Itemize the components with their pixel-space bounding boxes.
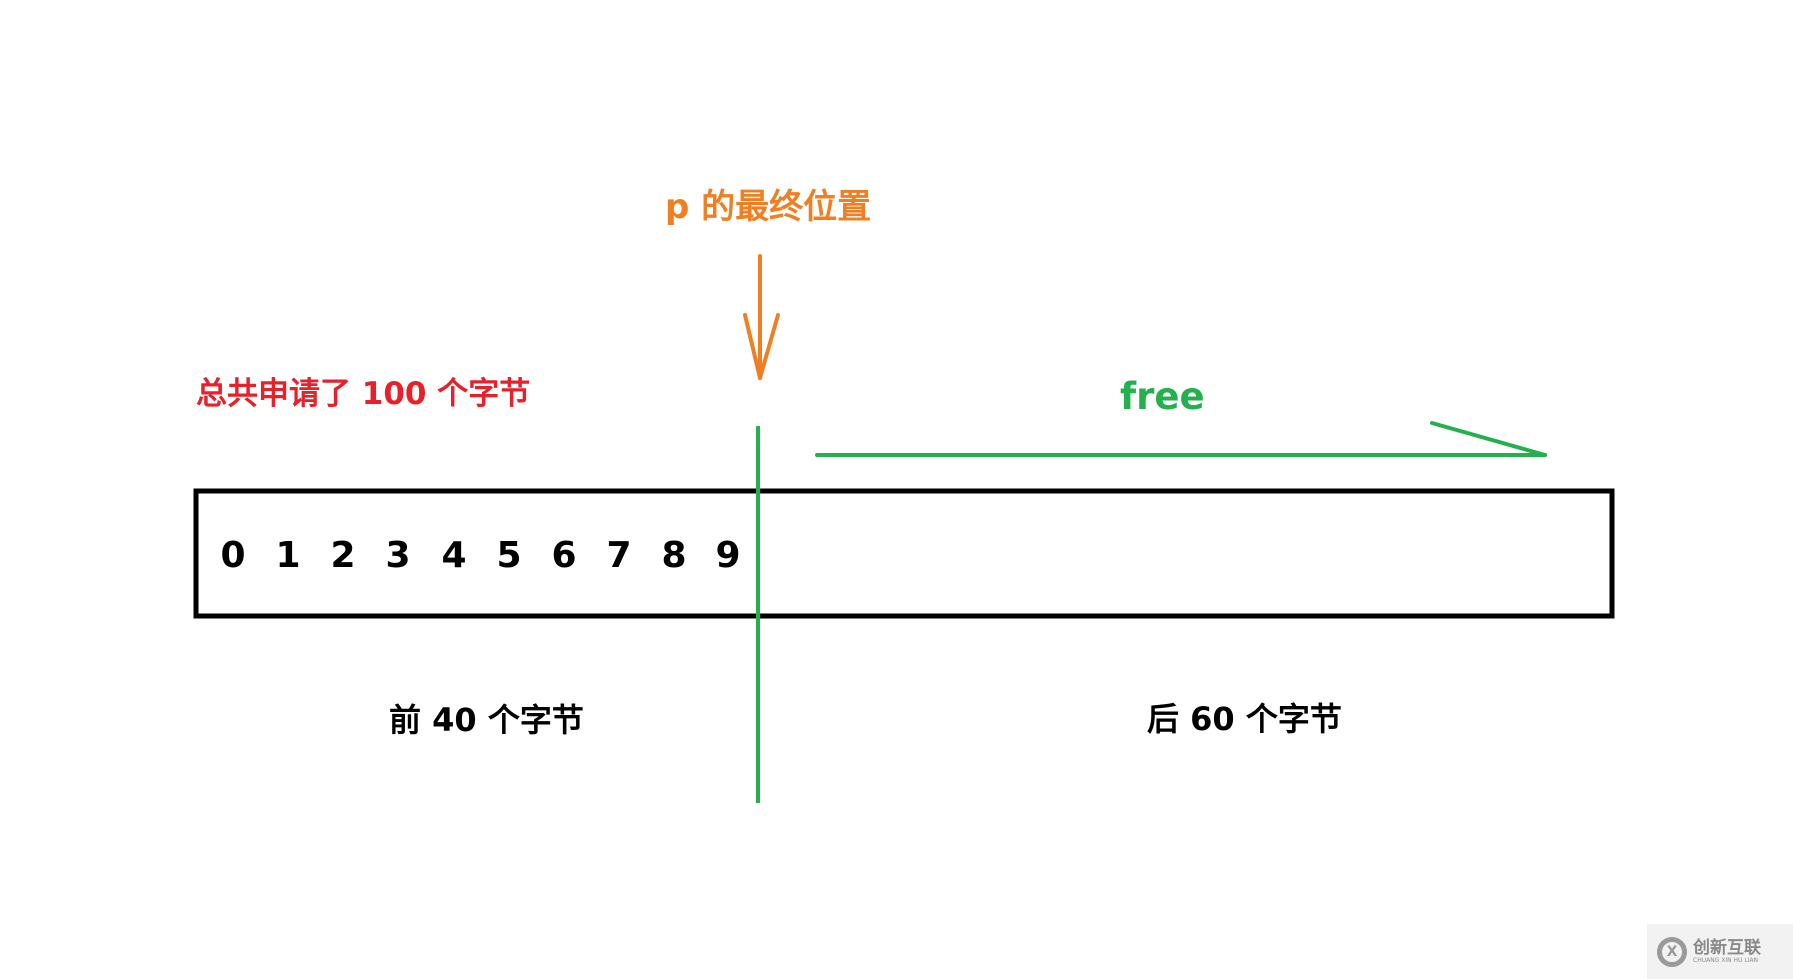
memory-block xyxy=(193,488,1615,619)
digit: 7 xyxy=(606,535,631,576)
watermark-subtext: CHUANG XIN HU LIAN xyxy=(1693,956,1759,964)
digit: 4 xyxy=(441,535,466,576)
total-allocation-label: 总共申请了 100 个字节 xyxy=(196,376,530,412)
pointer-label: p 的最终位置 xyxy=(665,187,871,227)
first-part-label: 前 40 个字节 xyxy=(389,701,584,739)
watermark-text: 创新互联 xyxy=(1693,937,1761,958)
second-part-label: 后 60 个字节 xyxy=(1147,700,1342,738)
pointer-arrow xyxy=(743,254,780,380)
free-arrow xyxy=(815,421,1547,457)
digit: 9 xyxy=(715,535,740,576)
digit: 6 xyxy=(551,535,576,576)
digit: 5 xyxy=(496,535,521,576)
digit: 2 xyxy=(330,535,355,576)
byte-digits: 0 1 2 3 4 5 6 7 8 9 xyxy=(220,535,740,576)
digit: 1 xyxy=(275,535,300,576)
watermark-logo-icon: X xyxy=(1657,936,1687,967)
digit: 0 xyxy=(220,535,245,576)
digit: 8 xyxy=(661,535,686,576)
watermark: X 创新互联 CHUANG XIN HU LIAN xyxy=(1647,924,1793,979)
digit: 3 xyxy=(385,535,410,576)
free-label: free xyxy=(1120,375,1205,418)
